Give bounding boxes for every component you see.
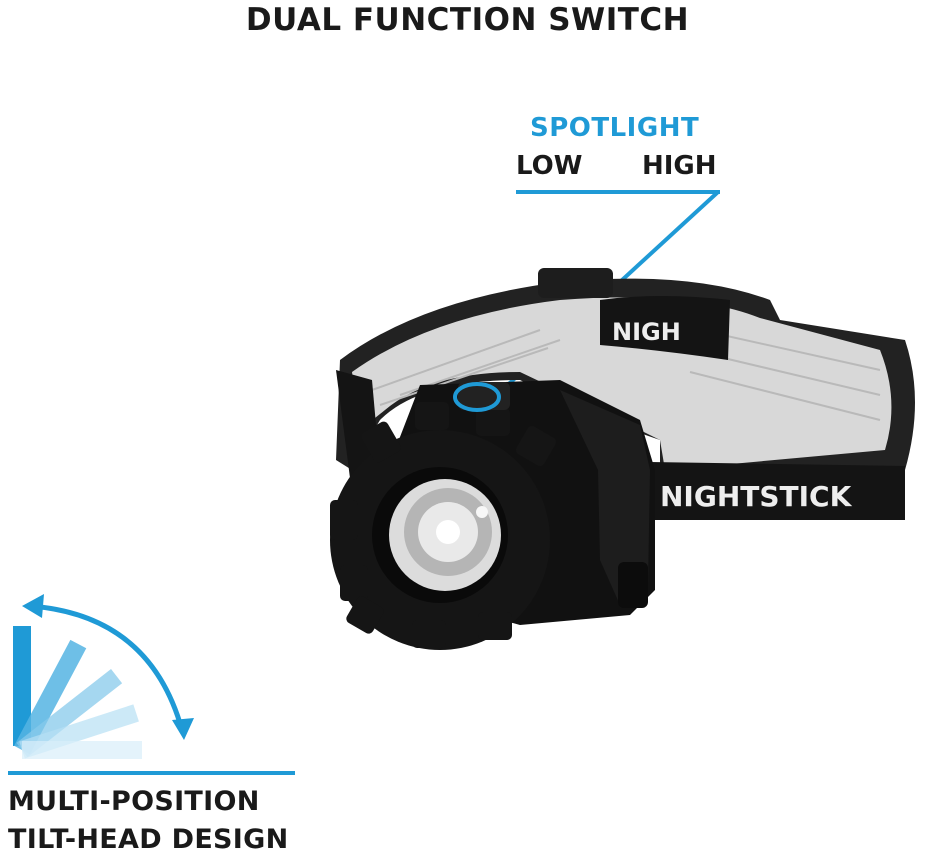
- high-label: HIGH: [642, 151, 717, 181]
- tilt-icon: [13, 594, 194, 759]
- headlamp-body: [330, 380, 655, 650]
- spotlight-label: SPOTLIGHT: [530, 113, 700, 143]
- switch-highlight-ring: [453, 382, 501, 412]
- feature-line-1: MULTI-POSITION: [8, 786, 260, 817]
- low-label: LOW: [516, 151, 583, 181]
- strap-brand-front: NIGHTSTICK: [660, 480, 853, 513]
- feature-line-2: TILT-HEAD DESIGN: [8, 824, 289, 855]
- page-title: DUAL FUNCTION SWITCH: [245, 2, 690, 38]
- strap-brand-back: NIGH: [612, 318, 681, 346]
- headband-strap: [336, 268, 915, 520]
